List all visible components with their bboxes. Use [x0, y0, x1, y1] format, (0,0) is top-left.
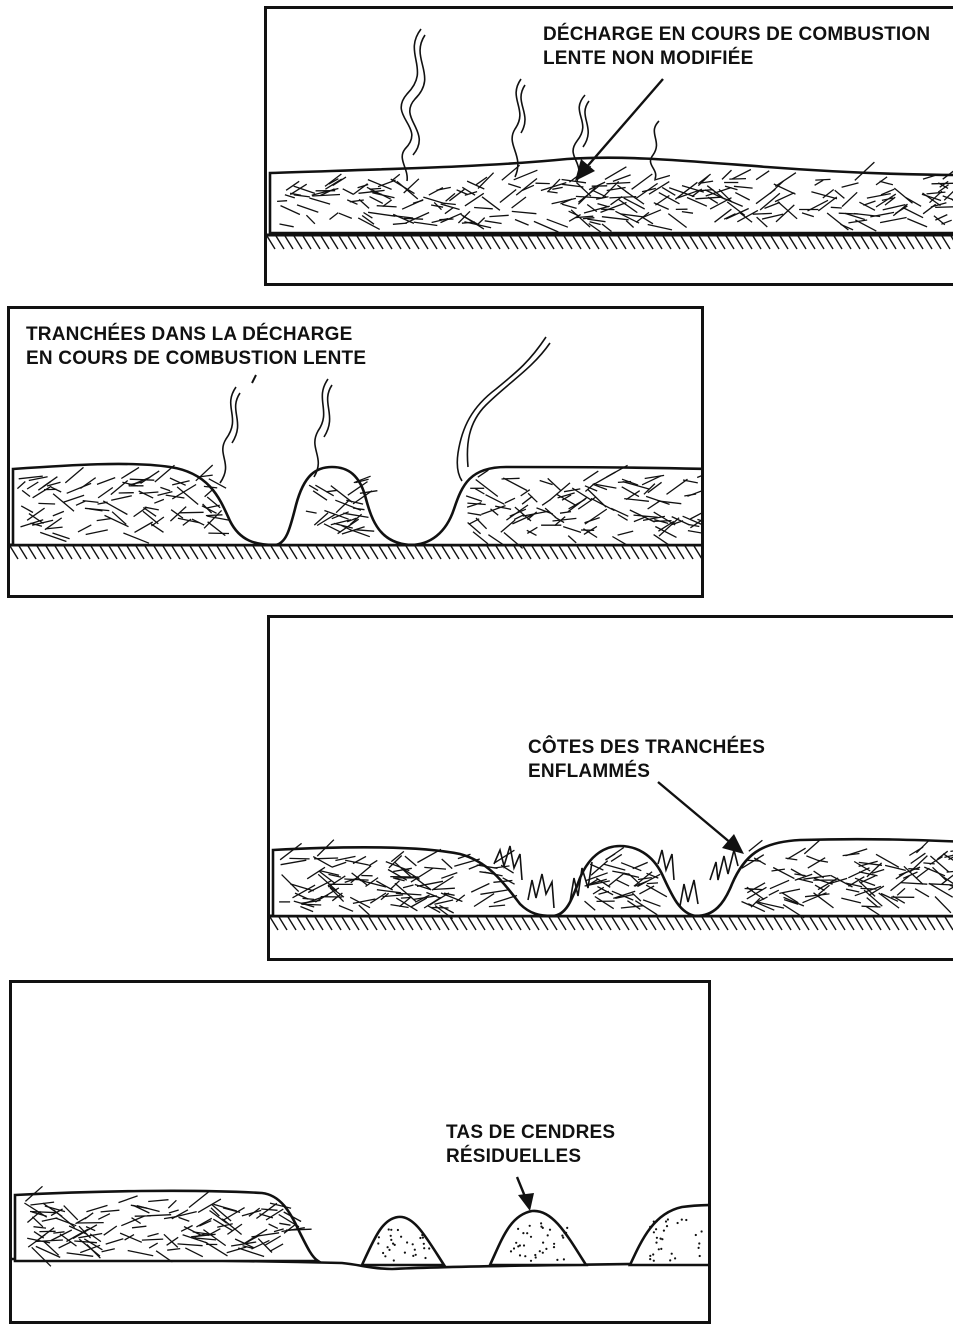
panel-1-label-line-1: DÉCHARGE EN COURS DE COMBUSTION — [543, 23, 930, 47]
panel-4-label: TAS DE CENDRES RÉSIDUELLES — [446, 1121, 615, 1169]
panel-2-label-line-2: EN COURS DE COMBUSTION LENTE — [26, 347, 366, 371]
panel-1-label-line-2: LENTE NON MODIFIÉE — [543, 47, 930, 71]
label-arrow — [517, 1177, 534, 1211]
panel-residual-ash-piles: TAS DE CENDRES RÉSIDUELLES — [9, 980, 711, 1324]
panel-3-drawing — [270, 618, 953, 961]
panel-2-label-line-1: TRANCHÉES DANS LA DÉCHARGE — [26, 323, 366, 347]
panel-4-label-line-2: RÉSIDUELLES — [446, 1145, 615, 1169]
panel-2-label: TRANCHÉES DANS LA DÉCHARGE EN COURS DE C… — [26, 323, 366, 371]
smoke-dash — [252, 375, 256, 383]
panel-trenches-dug: TRANCHÉES DANS LA DÉCHARGE EN COURS DE C… — [7, 306, 704, 598]
panel-3-label-line-2: ENFLAMMÉS — [528, 760, 765, 784]
ash-pile-1 — [362, 1217, 444, 1265]
panel-unmodified-dump: DÉCHARGE EN COURS DE COMBUSTION LENTE NO… — [264, 6, 953, 286]
dump-layer — [270, 158, 953, 233]
ground-hatching — [10, 546, 704, 559]
ground-hatching — [270, 917, 953, 930]
ground-hatching — [267, 236, 953, 249]
dump-section-right — [410, 467, 704, 545]
label-arrow — [658, 782, 744, 854]
panel-3-label-line-1: CÔTES DES TRANCHÉES — [528, 736, 765, 760]
panel-1-label: DÉCHARGE EN COURS DE COMBUSTION LENTE NO… — [543, 23, 930, 71]
panel-3-label: CÔTES DES TRANCHÉES ENFLAMMÉS — [528, 736, 765, 784]
ash-pile-2 — [490, 1211, 586, 1265]
panel-4-label-line-1: TAS DE CENDRES — [446, 1121, 615, 1145]
panel-trench-sides-burning: CÔTES DES TRANCHÉES ENFLAMMÉS — [267, 615, 953, 961]
